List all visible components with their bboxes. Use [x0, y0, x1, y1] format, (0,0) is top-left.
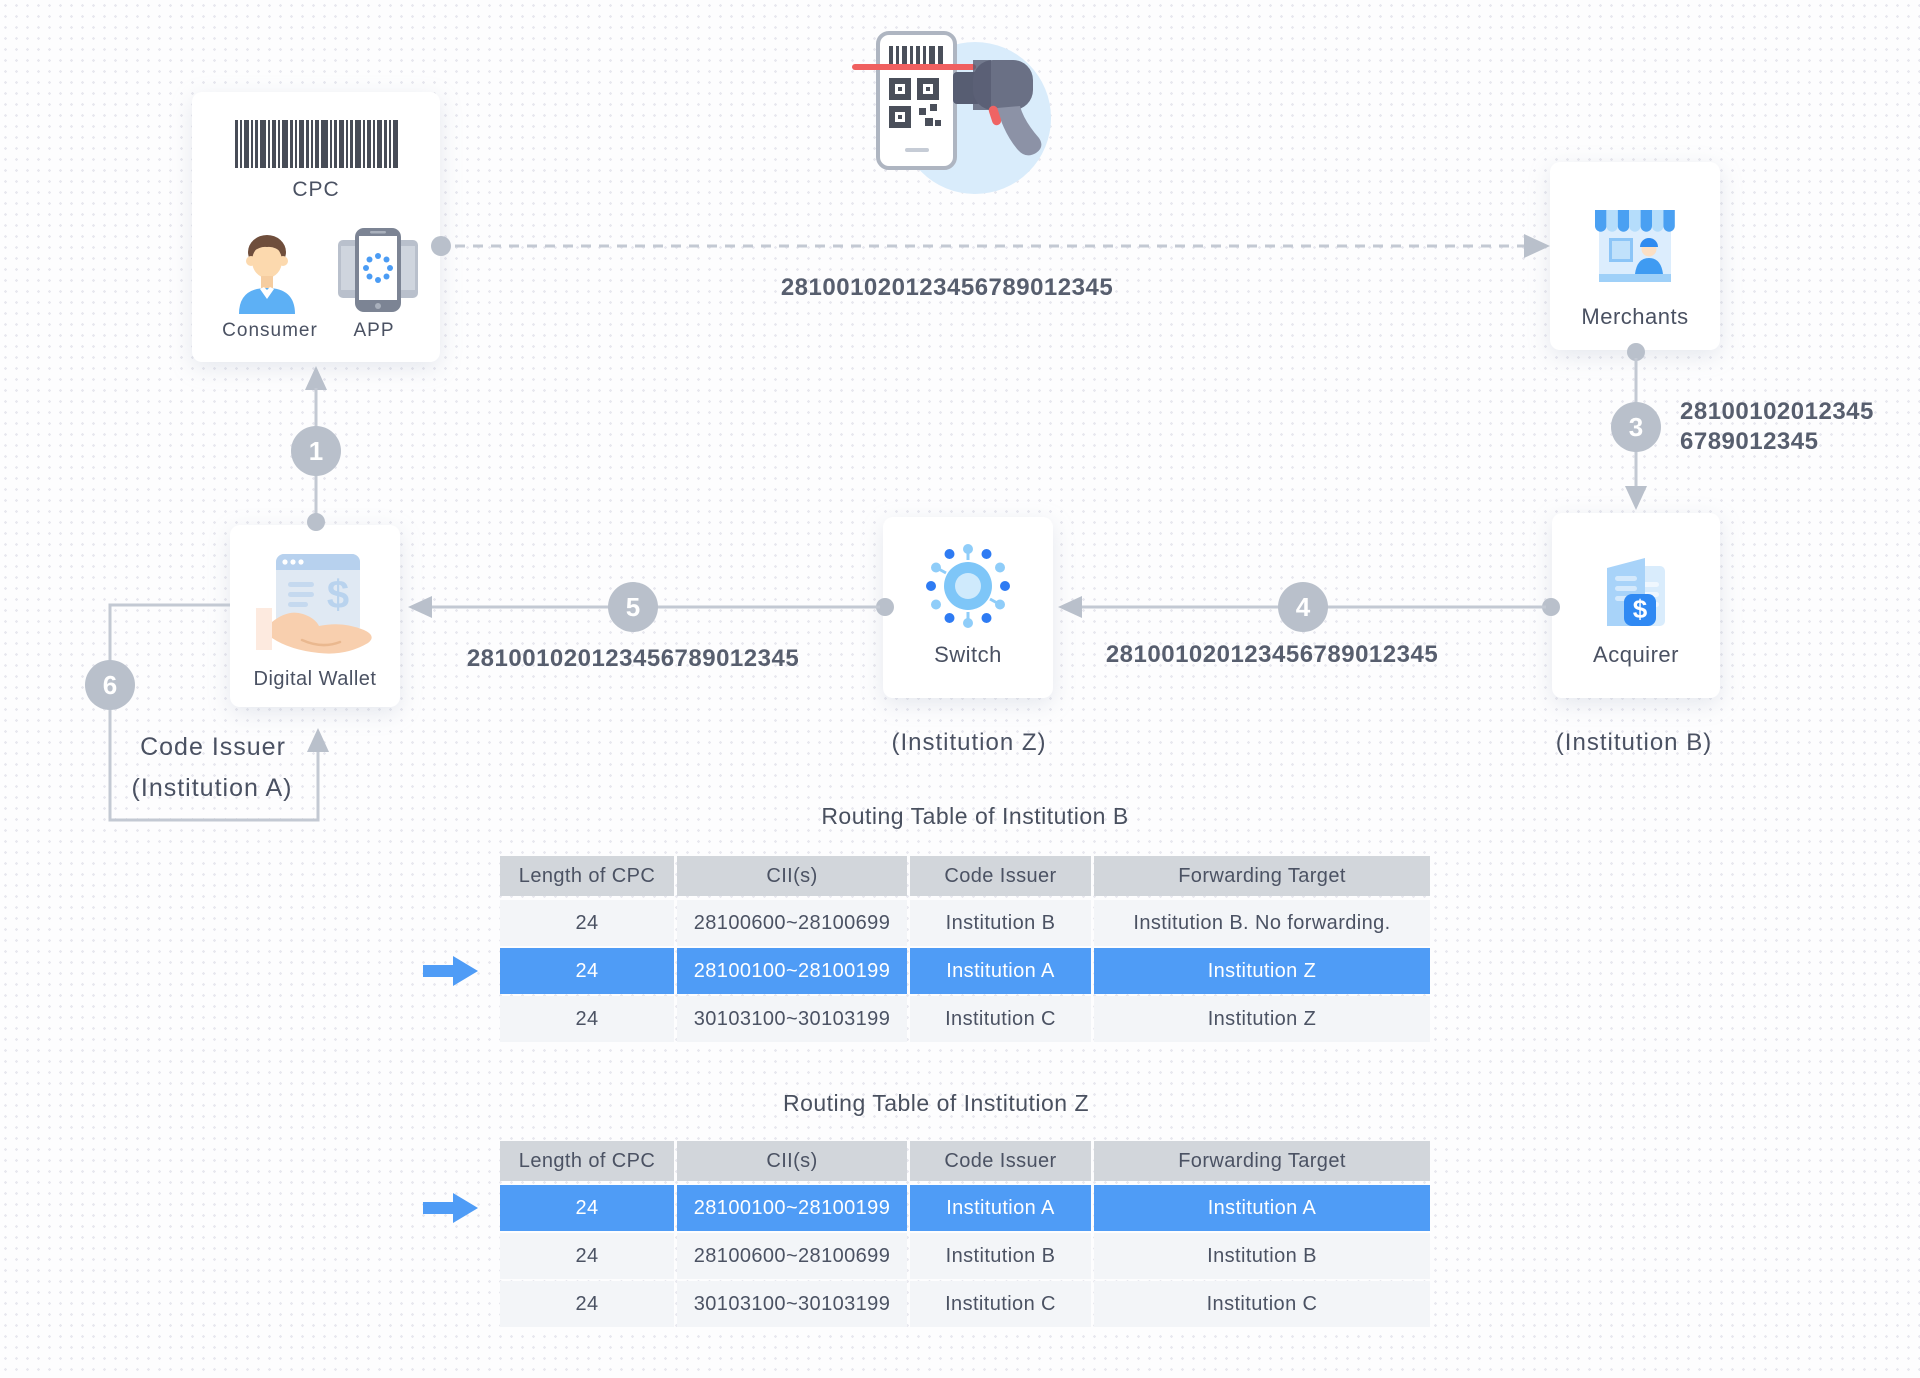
table-row: 24 30103100~30103199 Institution C Insti…	[500, 1281, 1430, 1327]
app-icon	[338, 228, 418, 312]
table-z-header-row: Length of CPC CII(s) Code Issuer Forward…	[500, 1141, 1430, 1181]
table-cell: 24	[500, 1233, 674, 1279]
acquirer-label: Acquirer	[1593, 642, 1679, 667]
digital-wallet-label: Digital Wallet	[253, 668, 377, 690]
step-badge-1: 1	[291, 426, 341, 476]
switch-hub-icon	[926, 544, 1010, 628]
table-z-header-cii: CII(s)	[677, 1141, 907, 1181]
switch-label: Switch	[934, 642, 1002, 667]
merchant-acquirer-code-line1: 28100102012345	[1680, 398, 1874, 425]
acquirer-card: $ Acquirer	[1552, 513, 1720, 698]
table-cell: Institution B. No forwarding.	[1094, 900, 1430, 946]
step-badge-4: 4	[1278, 582, 1328, 632]
scanner-gun	[953, 60, 1042, 156]
consumer-label: Consumer	[222, 320, 318, 341]
scan-code-text: 281001020123456789012345	[780, 274, 1114, 301]
cpc-consumer-card: CPC Consumer APP	[192, 92, 440, 362]
merchants-label: Merchants	[1581, 304, 1689, 329]
switch-wallet-code: 281001020123456789012345	[466, 645, 800, 672]
switch-institution-caption: (Institution Z)	[891, 729, 1047, 756]
dollar-glyph: $	[1633, 594, 1648, 624]
routing-table-institution-z: Length of CPC CII(s) Code Issuer Forward…	[500, 1141, 1430, 1327]
table-cell: 30103100~30103199	[677, 1281, 907, 1327]
storefront-icon	[1595, 210, 1675, 282]
table-cell: Institution A	[910, 1185, 1091, 1231]
merchant-acquirer-code-line2: 6789012345	[1680, 428, 1819, 455]
table-cell: Institution B	[910, 1233, 1091, 1279]
invoice-dollar-icon: $	[1607, 558, 1665, 626]
table-z-title: Routing Table of Institution Z	[782, 1090, 1090, 1116]
cpc-label: CPC	[292, 178, 340, 201]
table-b-header-row: Length of CPC CII(s) Code Issuer Forward…	[500, 856, 1430, 896]
table-cell: Institution C	[1094, 1281, 1430, 1327]
table-b-highlight-arrow	[423, 956, 478, 986]
table-b-title: Routing Table of Institution B	[821, 803, 1129, 829]
table-z-header-length: Length of CPC	[500, 1141, 674, 1181]
app-label: APP	[353, 320, 395, 341]
table-cell: 28100100~28100199	[677, 1185, 907, 1231]
switch-card: Switch	[883, 517, 1053, 698]
table-cell: 24	[500, 996, 674, 1042]
table-z-highlight-arrow	[423, 1193, 478, 1223]
table-cell: 28100600~28100699	[677, 900, 907, 946]
wallet-hand-icon: $	[256, 554, 372, 654]
acquirer-switch-code: 281001020123456789012345	[1105, 641, 1439, 668]
table-z-header-issuer: Code Issuer	[910, 1141, 1091, 1181]
step-badge-6: 6	[85, 660, 135, 710]
table-cell: 28100600~28100699	[677, 1233, 907, 1279]
table-b-header-issuer: Code Issuer	[910, 856, 1091, 896]
table-b-header-target: Forwarding Target	[1094, 856, 1430, 896]
step-badge-3: 3	[1611, 402, 1661, 452]
table-cell: Institution B	[910, 900, 1091, 946]
table-cell: 30103100~30103199	[677, 996, 907, 1042]
digital-wallet-card: $ Digital Wallet	[230, 525, 400, 707]
merchants-card: Merchants	[1550, 162, 1720, 350]
table-row-highlighted: 24 28100100~28100199 Institution A Insti…	[500, 1185, 1430, 1231]
scan-flow-dashed-arrow	[431, 234, 1550, 258]
table-cell: 24	[500, 948, 674, 994]
consumer-icon	[239, 235, 295, 314]
table-row: 24 30103100~30103199 Institution C Insti…	[500, 996, 1430, 1042]
table-row: 24 28100600~28100699 Institution B Insti…	[500, 900, 1430, 946]
table-cell: 24	[500, 1185, 674, 1231]
table-cell: Institution Z	[1094, 948, 1430, 994]
scan-line	[852, 64, 976, 70]
table-cell: 28100100~28100199	[677, 948, 907, 994]
table-cell: Institution C	[910, 996, 1091, 1042]
wallet-dollar-glyph: $	[327, 573, 349, 617]
table-cell: Institution C	[910, 1281, 1091, 1327]
table-z-header-target: Forwarding Target	[1094, 1141, 1430, 1181]
acquirer-institution-caption: (Institution B)	[1555, 729, 1713, 756]
table-row-highlighted: 24 28100100~28100199 Institution A Insti…	[500, 948, 1430, 994]
table-row: 24 28100600~28100699 Institution B Insti…	[500, 1233, 1430, 1279]
barcode-icon	[235, 120, 398, 168]
table-cell: 24	[500, 1281, 674, 1327]
table-cell: 24	[500, 900, 674, 946]
table-b-header-length: Length of CPC	[500, 856, 674, 896]
code-issuer-line1: Code Issuer	[140, 733, 286, 761]
step-badge-5: 5	[608, 582, 658, 632]
table-cell: Institution B	[1094, 1233, 1430, 1279]
code-issuer-line2: (Institution A)	[131, 774, 293, 802]
table-cell: Institution A	[1094, 1185, 1430, 1231]
table-cell: Institution Z	[1094, 996, 1430, 1042]
scan-illustration	[852, 31, 1051, 194]
table-b-header-cii: CII(s)	[677, 856, 907, 896]
routing-table-institution-b: Length of CPC CII(s) Code Issuer Forward…	[500, 856, 1430, 1042]
table-cell: Institution A	[910, 948, 1091, 994]
